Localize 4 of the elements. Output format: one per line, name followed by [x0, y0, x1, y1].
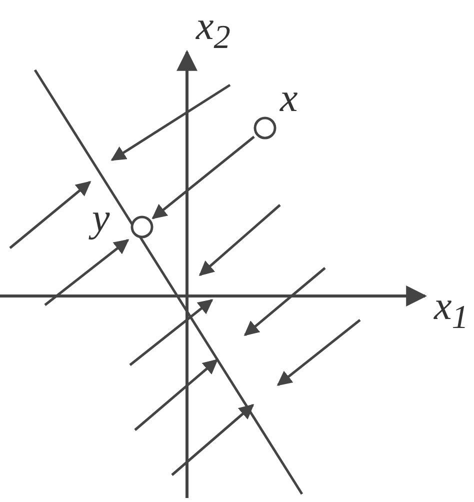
axis-label: x$_{2}$ [196, 6, 230, 58]
arrow [152, 136, 255, 220]
axis-label: x$_{1}$ [434, 286, 468, 338]
point-label: x [280, 78, 298, 118]
